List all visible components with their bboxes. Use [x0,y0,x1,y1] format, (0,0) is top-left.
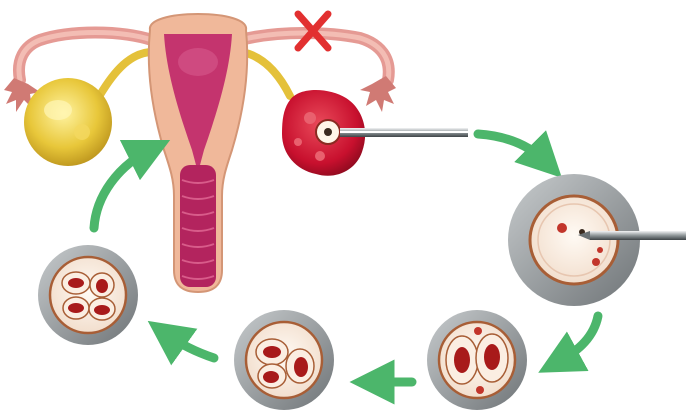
cell-nucleus [263,346,281,358]
cell-nucleus [294,357,308,377]
pipette-icon [578,231,686,240]
arrow-retrieval-to-egg [478,134,546,162]
two-cell-embryo-icon [427,310,527,410]
arrow-egg-to-2cell [558,316,598,362]
cell-nucleus [484,344,500,370]
cell-nucleus [263,371,279,383]
cell-nucleus [96,279,108,293]
left-ovary [24,78,112,166]
four-cell-embryo-icon [38,245,138,345]
needle-icon [340,128,468,137]
cell-nucleus [454,347,470,373]
cell-nucleus [68,278,84,288]
cell-nucleus [94,305,110,315]
three-cell-embryo-icon [234,310,334,410]
cell-nucleus [68,303,84,313]
arrow-4cell-to-uterus [94,150,150,228]
arrow-3cell-to-4cell [166,334,214,358]
